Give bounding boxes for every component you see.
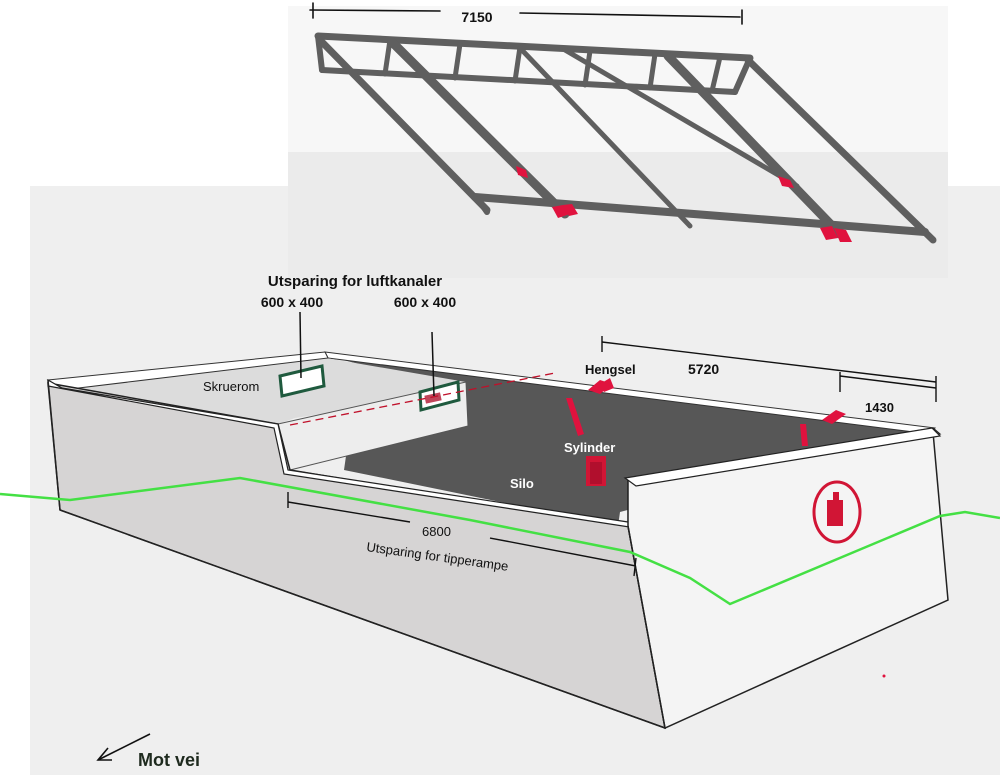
frame-member-3 <box>517 45 693 229</box>
cylinder-icon <box>566 398 606 486</box>
frame-inner-rail <box>319 67 738 95</box>
silo-structure <box>46 351 949 730</box>
direction-arrow-icon <box>96 733 151 761</box>
silo-floor <box>328 356 932 526</box>
silo-label: Silo <box>510 476 534 491</box>
air-duct-cutout-left <box>278 364 326 398</box>
air-duct-cutout-right <box>418 380 461 412</box>
frame-member-4 <box>562 47 800 189</box>
cutout-left-pointer <box>299 311 302 379</box>
silo-hinges <box>588 378 846 446</box>
frame-member-1 <box>316 36 491 214</box>
duct-dashed-line <box>289 372 556 426</box>
frame-dimension-line <box>309 2 743 25</box>
hinge-offset-label: 1430 <box>865 400 894 415</box>
cutout-size-left-label: 600 x 400 <box>261 294 323 310</box>
frame-member-6 <box>744 56 937 244</box>
ramp-length-label: 6800 <box>422 524 451 539</box>
cutout-size-right-label: 600 x 400 <box>394 294 456 310</box>
screw-room-floor <box>62 358 466 424</box>
frame-bottom-rail <box>471 193 929 236</box>
frame-dimension-label: 7150 <box>461 9 492 25</box>
frame-member-5 <box>663 51 845 239</box>
cylinder-label: Sylinder <box>564 440 615 455</box>
frame-member-2 <box>387 37 570 219</box>
hinge-span-label: 5720 <box>688 361 719 377</box>
hinge-label: Hengsel <box>585 362 636 377</box>
marker-dot <box>882 674 886 678</box>
roof-frame <box>309 2 937 244</box>
front-wall-top <box>47 378 942 529</box>
ground-level-line <box>0 476 1000 606</box>
screw-room-label: Skruerom <box>203 379 259 394</box>
hinge-cylinder-symbol-icon <box>812 480 862 544</box>
dimension-lines <box>287 336 937 577</box>
direction-label: Mot vei <box>138 750 200 770</box>
frame-hinge-markers <box>516 166 852 242</box>
frame-panel-shade <box>288 152 948 278</box>
cutout-title-label: Utsparing for luftkanaler <box>268 273 442 290</box>
cutout-right-pointer <box>431 331 435 397</box>
